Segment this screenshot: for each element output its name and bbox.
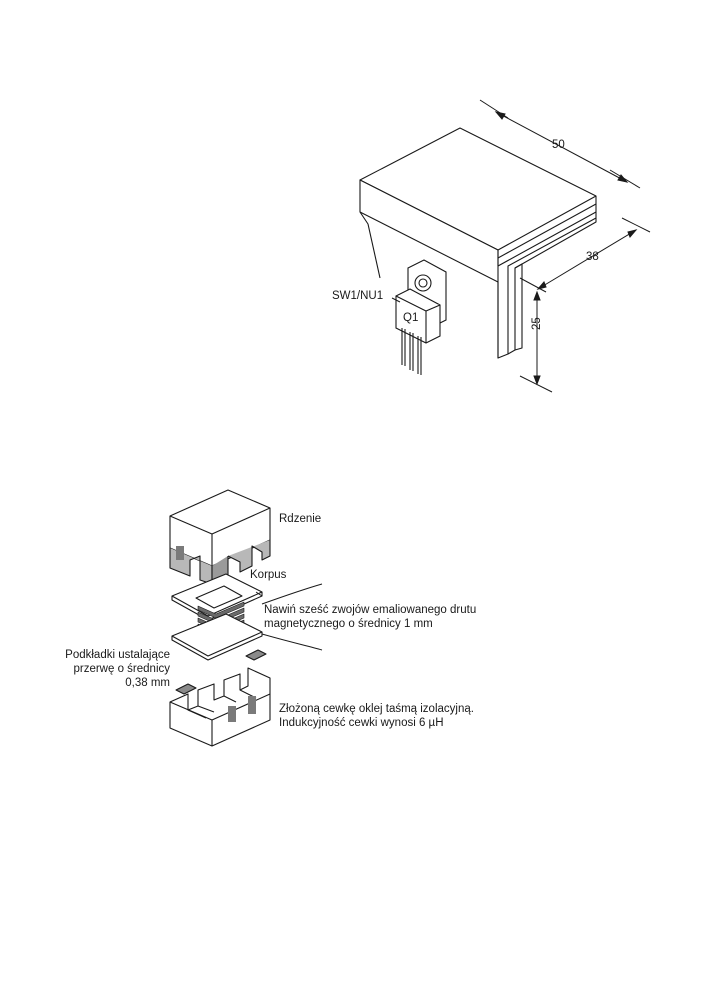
dimension-depth-label: 38 (586, 251, 599, 263)
inductor-figure: Rdzenie Korpus Nawiń sześć zwojów emalio… (0, 470, 714, 770)
bobbin-label: Korpus (250, 569, 287, 581)
tape-note-line1: Złożoną cewkę oklej taśmą izolacyjną. (279, 703, 474, 715)
spacer-note-line1: Podkładki ustalające (65, 649, 170, 661)
heatsink-figure: 50 38 25 SW1/NU1 Q1 (0, 0, 714, 420)
winding-note-line2: magnetycznego o średnicy 1 mm (264, 618, 433, 630)
part-label: SW1/NU1 (332, 290, 384, 302)
tape-note-line2: Indukcyjność cewki wynosi 6 µH (279, 717, 444, 729)
winding-note-line1: Nawiń sześć zwojów emaliowanego drutu (264, 604, 477, 616)
spacer-note-line3: 0,38 mm (125, 677, 170, 689)
spacer-note-line2: przerwę o średnicy (73, 663, 170, 675)
dimension-width-label: 50 (552, 139, 565, 151)
heatsink-drawing (359, 99, 651, 393)
inductor-drawing (169, 489, 323, 747)
cores-label: Rdzenie (279, 513, 322, 525)
dimension-height-label: 25 (531, 317, 543, 330)
transistor-label: Q1 (403, 312, 419, 324)
